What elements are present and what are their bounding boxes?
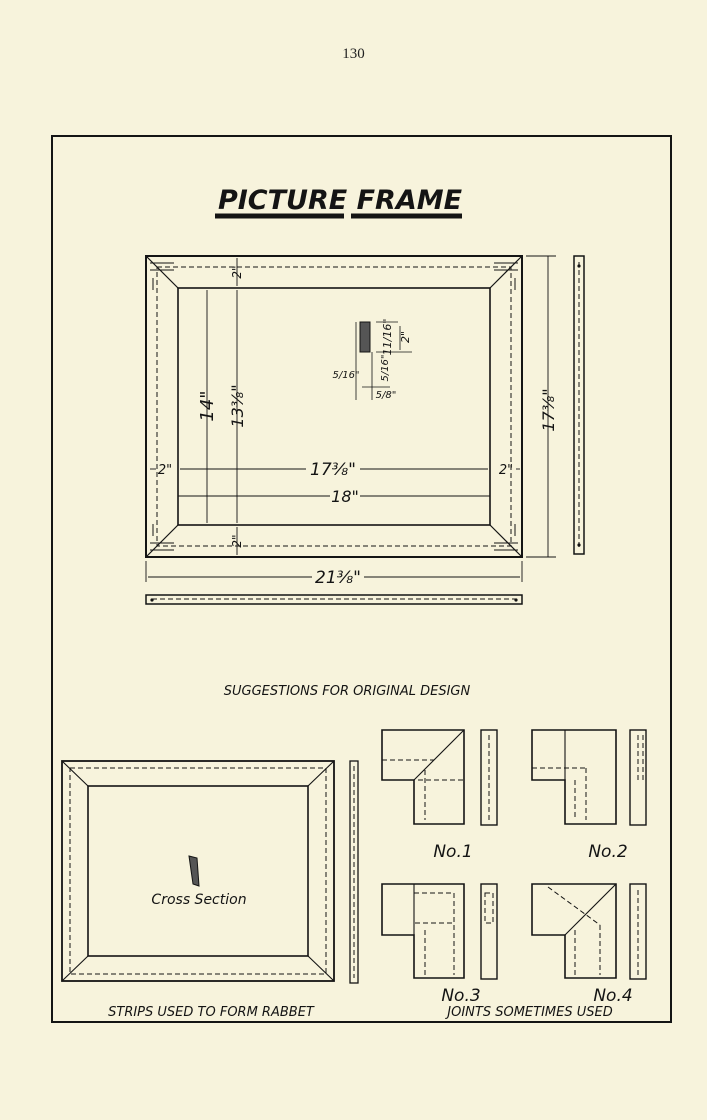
dim-border-right: 2" [499, 463, 513, 478]
dim-inner-height-b: 13⅜" [228, 384, 247, 427]
joint-no1-drawing [381, 729, 498, 826]
page-number: 130 [342, 46, 365, 62]
dim-inner-width: 17⅜" [310, 460, 356, 480]
strips-frame-drawing [61, 760, 359, 984]
joint-no3-label: No.3 [441, 986, 480, 1006]
plate-border [51, 135, 672, 1023]
dim-section-d: 5/16" [380, 354, 391, 381]
horizontal-dimension-lines [145, 468, 523, 582]
plate-title: PICTURE FRAME [218, 185, 463, 216]
strips-caption: STRIPS USED TO FORM RABBET [108, 1005, 315, 1020]
dim-opening-width: 18" [331, 487, 359, 506]
dim-outer-width: 21⅜" [315, 568, 361, 588]
bottom-elevation [145, 594, 523, 605]
dim-border-bottom: 2" [230, 534, 244, 547]
joint-no2-drawing [531, 729, 647, 826]
joint-no3-drawing [381, 883, 498, 980]
main-frame-drawing [145, 255, 523, 558]
vertical-dimension-lines [206, 255, 556, 558]
cross-section-label: Cross Section [151, 892, 246, 908]
dim-section-b: 2" [399, 331, 412, 343]
dim-section-e: 5/8" [376, 390, 397, 401]
joint-no4-drawing [531, 883, 647, 980]
dim-border-left: 2" [158, 463, 172, 478]
dim-section-a: 11/16" [381, 319, 394, 356]
dim-outer-height: 17⅜" [539, 388, 558, 431]
joint-no1-label: No.1 [433, 842, 472, 862]
dim-border-top: 2" [230, 265, 244, 278]
joint-no2-label: No.2 [588, 842, 627, 862]
side-elevation [573, 255, 585, 555]
dim-section-c: 5/16" [332, 370, 359, 381]
joints-caption: JOINTS SOMETIMES USED [444, 1005, 612, 1020]
dim-inner-height-a: 14" [197, 390, 218, 421]
suggestions-subtitle: SUGGESTIONS FOR ORIGINAL DESIGN [224, 684, 471, 699]
joint-no4-label: No.4 [593, 986, 632, 1006]
